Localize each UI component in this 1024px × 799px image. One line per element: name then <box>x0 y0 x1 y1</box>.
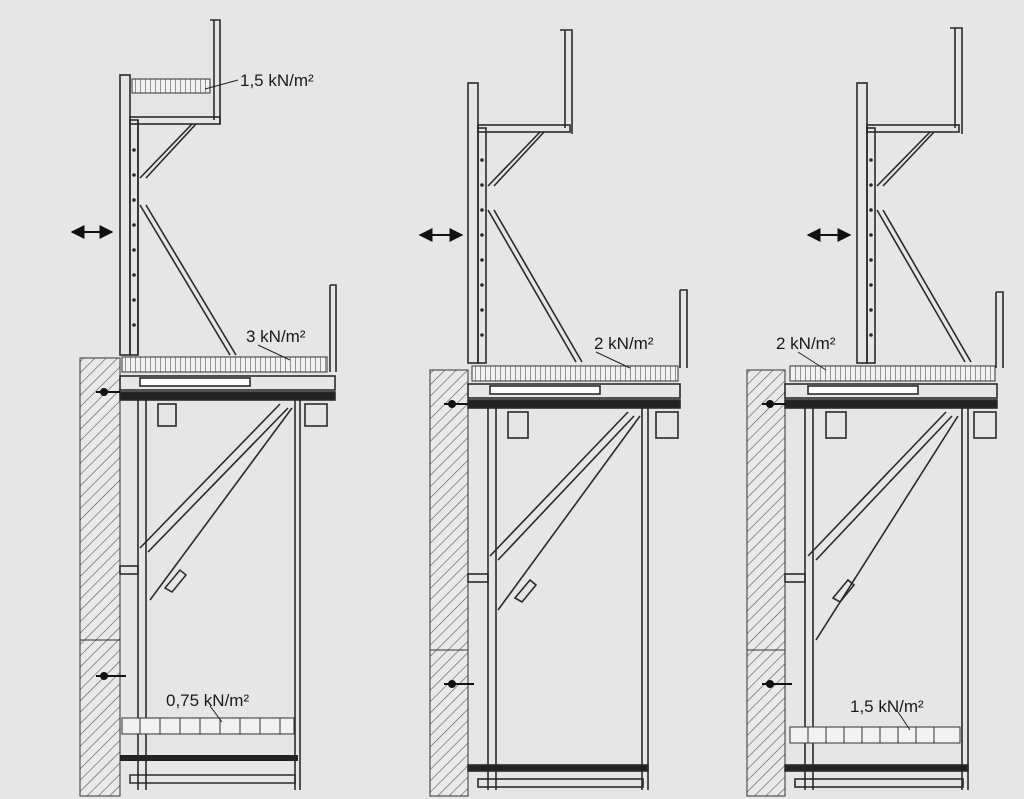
lower-deck <box>789 726 961 744</box>
anchor-icon <box>444 400 474 688</box>
panel-middle: 2 kN/m² <box>418 29 688 797</box>
concrete-wall <box>79 357 121 797</box>
panel-left: 1,5 kN/m² 3 kN/m² 0,75 kN/m² <box>70 19 337 797</box>
main-deck <box>121 356 328 373</box>
label-main-load: 2 kN/m² <box>776 334 836 353</box>
label-main-load: 3 kN/m² <box>246 327 306 346</box>
label-lower-load: 1,5 kN/m² <box>850 697 924 716</box>
label-main-load: 2 kN/m² <box>594 334 654 353</box>
upper-mast <box>119 74 139 356</box>
main-deck <box>471 365 679 382</box>
concrete-wall <box>746 369 786 797</box>
panel-right: 2 kN/m² 1,5 kN/m² <box>746 27 1004 797</box>
anchor-icon <box>762 400 792 688</box>
anchor-icon <box>96 388 126 680</box>
lower-deck <box>121 717 295 735</box>
mast-holes <box>132 148 136 327</box>
top-deck <box>131 78 211 94</box>
label-top-load: 1,5 kN/m² <box>240 71 314 90</box>
concrete-wall <box>429 369 469 797</box>
label-lower-load: 0,75 kN/m² <box>166 691 249 710</box>
main-deck <box>789 365 996 382</box>
